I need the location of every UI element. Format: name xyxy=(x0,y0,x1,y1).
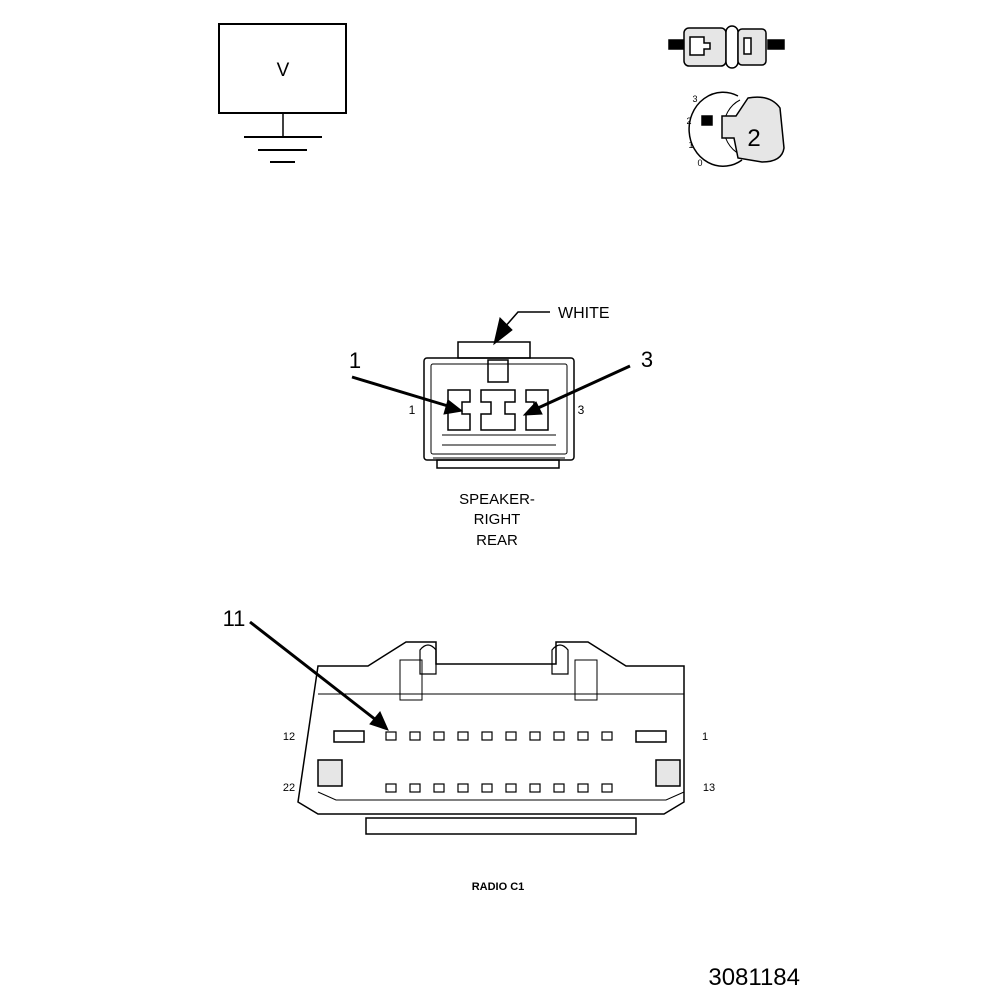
speaker-pin-3-number: 3 xyxy=(578,403,585,417)
radio-pin-cavities xyxy=(385,731,613,793)
ignition-switch-icon xyxy=(688,91,785,167)
white-callout-arrow xyxy=(493,311,550,346)
speaker-connector-name-line-1: SPEAKER- xyxy=(459,491,535,508)
voltmeter-label: V xyxy=(277,60,290,81)
connector-color-label: WHITE xyxy=(558,305,610,322)
figure-id: 3081184 xyxy=(708,964,800,991)
ground-icon xyxy=(244,136,322,163)
radio-pin-1-label: 1 xyxy=(702,731,708,743)
pin-1-callout: 1 xyxy=(349,348,361,373)
speaker-pin-1-number: 1 xyxy=(409,403,416,417)
pin-3-callout: 3 xyxy=(641,347,653,372)
connector-plug-icon xyxy=(668,25,785,69)
pin-1-callout-arrow xyxy=(351,375,464,415)
ignition-position-2: 2 xyxy=(686,116,691,126)
speaker-connector-name-line-2: RIGHT xyxy=(474,511,521,528)
pin-11-callout: 11 xyxy=(223,606,246,631)
radio-pin-13-label: 13 xyxy=(703,782,715,794)
radio-connector-face xyxy=(297,641,685,835)
ignition-position-1: 1 xyxy=(688,140,693,150)
speaker-connector-name-line-3: REAR xyxy=(476,532,518,549)
ignition-position-3: 3 xyxy=(692,94,697,104)
ignition-position-0: 0 xyxy=(697,158,702,168)
voltmeter-symbol xyxy=(218,23,347,163)
pin-3-callout-arrow xyxy=(522,364,631,416)
pin-11-callout-arrow xyxy=(249,620,389,731)
ignition-selected-position: 2 xyxy=(747,125,760,152)
radio-pin-22-label: 22 xyxy=(283,782,295,794)
radio-pin-12-label: 12 xyxy=(283,731,295,743)
radio-connector-name: RADIO C1 xyxy=(472,881,525,893)
speaker-connector-face xyxy=(423,341,575,469)
